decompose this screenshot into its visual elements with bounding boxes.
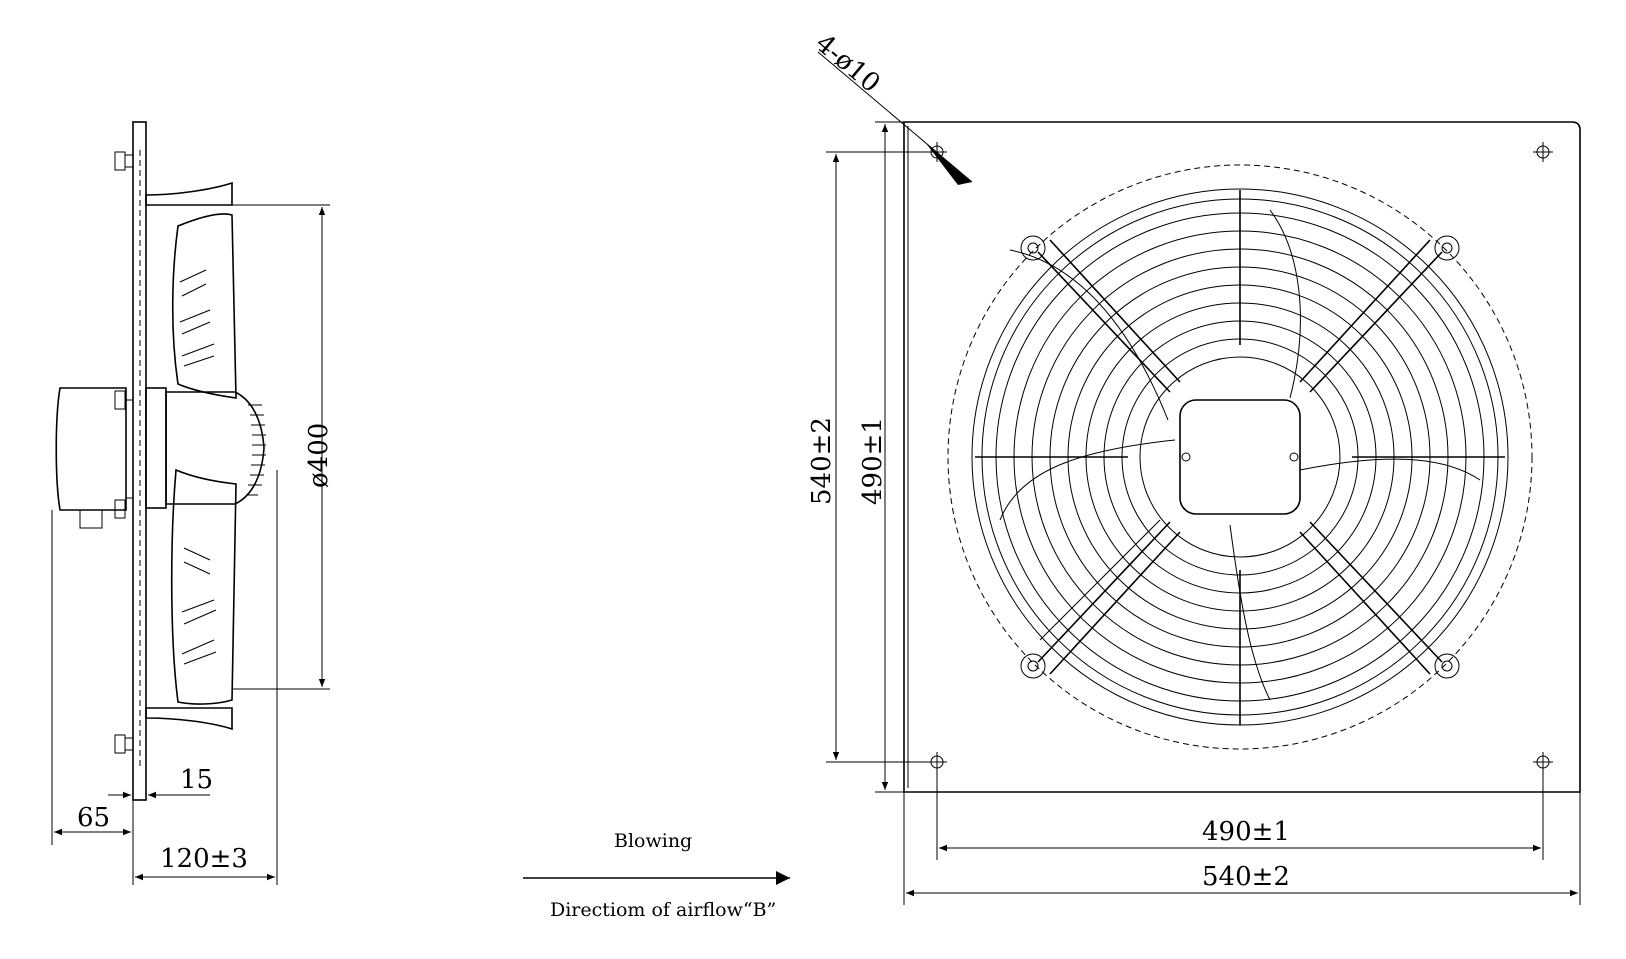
blade-lower	[170, 468, 237, 705]
holes-leader-arrow-icon	[925, 142, 972, 185]
guard-lug-icons	[1020, 235, 1460, 679]
holes-label: 4-ø10	[810, 28, 886, 99]
dia-label: ø400	[304, 423, 334, 488]
hole-pitch-height-label: 490±1	[858, 417, 888, 505]
outer-width-label: 540±2	[1202, 862, 1290, 892]
guard-spokes	[975, 190, 1505, 725]
front-view: 4-ø10 540±2 490±1 490±1 540±2	[807, 28, 1581, 905]
side-view: ø400 15 65 120±3	[51, 121, 334, 885]
cable-gland	[79, 509, 103, 529]
venturi-bottom	[145, 707, 233, 731]
fan-blade-curves	[999, 209, 1481, 701]
inlet-label: 65	[77, 803, 110, 833]
hub-flange	[145, 387, 167, 509]
rotor-fins	[246, 404, 266, 496]
motor-hub	[1179, 399, 1301, 515]
bolt-icons	[114, 151, 134, 754]
airflow-mode-label: Blowing	[614, 830, 692, 852]
mounting-plate	[903, 121, 1581, 793]
outer-height-label: 540±2	[807, 417, 837, 505]
airflow-direction-label: Directiom of airflow“B”	[550, 899, 776, 921]
venturi-top	[145, 181, 233, 206]
blade-upper	[171, 213, 237, 399]
airflow-note: Blowing Directiom of airflow“B”	[523, 830, 790, 921]
motor-rotor	[165, 391, 265, 505]
hole-pitch-width-label: 490±1	[1202, 817, 1290, 847]
blade-slots	[179, 269, 217, 665]
terminal-box	[55, 387, 127, 511]
offset-label: 15	[180, 765, 213, 795]
orifice-outline	[947, 164, 1533, 750]
depth-label: 120±3	[160, 844, 248, 874]
